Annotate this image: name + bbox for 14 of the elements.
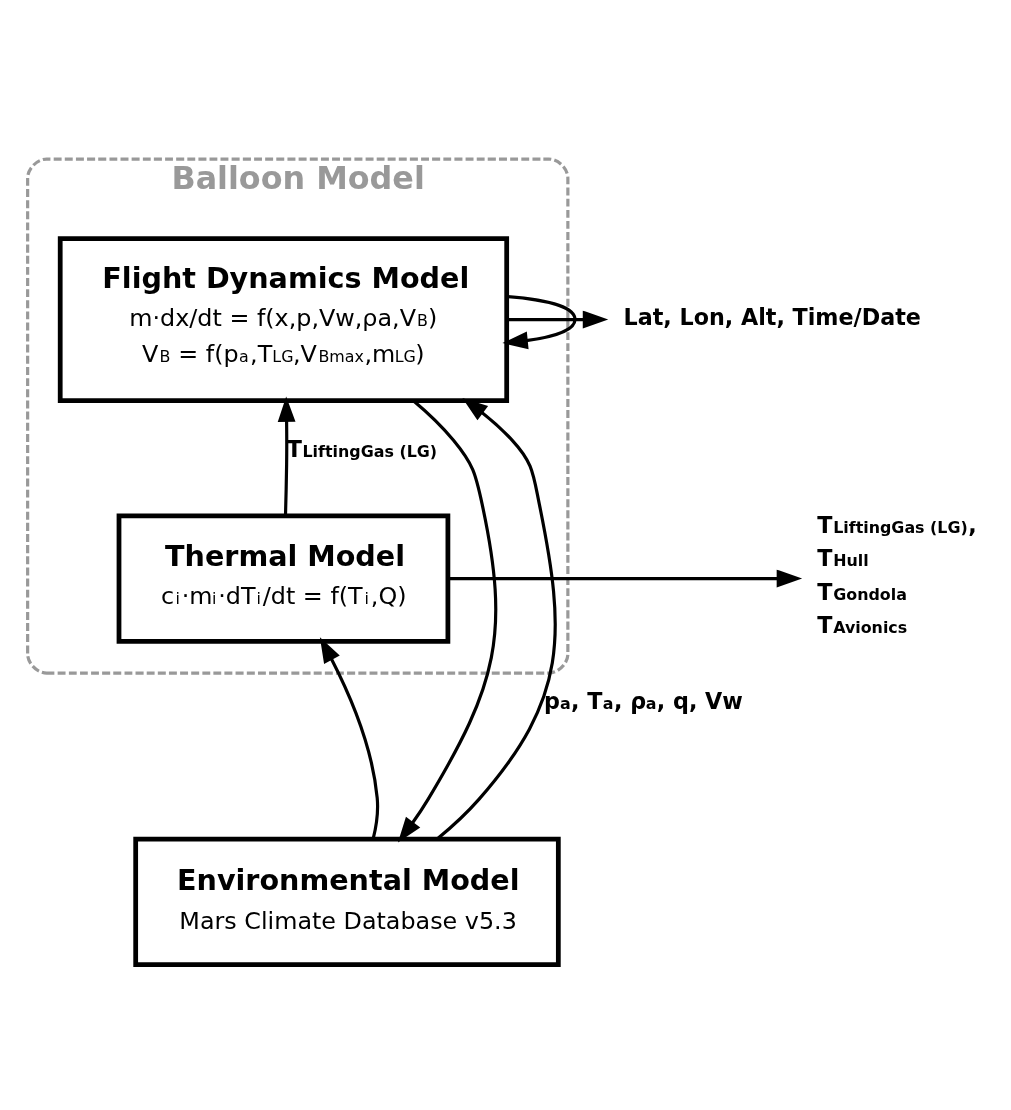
arrow <box>502 294 577 349</box>
arrow <box>277 396 296 516</box>
edge-label: pa, Ta, ρa, q, Vw <box>544 687 743 714</box>
arrow <box>506 310 609 328</box>
arrow <box>397 399 498 843</box>
node-box: Environmental Model Mars Climate Database v5.3 <box>133 836 561 967</box>
arrow <box>448 569 803 587</box>
edge-label: TLiftingGas (LG) <box>286 435 438 462</box>
arrow <box>436 397 557 840</box>
node-box: Thermal Model ci·mi·dTi/dt = f(Ti,Q) <box>116 512 451 644</box>
node-text: TLiftingGas (LG), THull TGondola TAvionics <box>817 511 977 638</box>
node-text: Lat, Lon, Alt, Time/Date <box>623 303 921 330</box>
node-box: Flight Dynamics Model m·dx/dt = f(x,p,Vw,ρa,VB) VB = f(pa,TLG,VBmax,mLG) <box>57 235 510 403</box>
arrow <box>319 636 380 839</box>
